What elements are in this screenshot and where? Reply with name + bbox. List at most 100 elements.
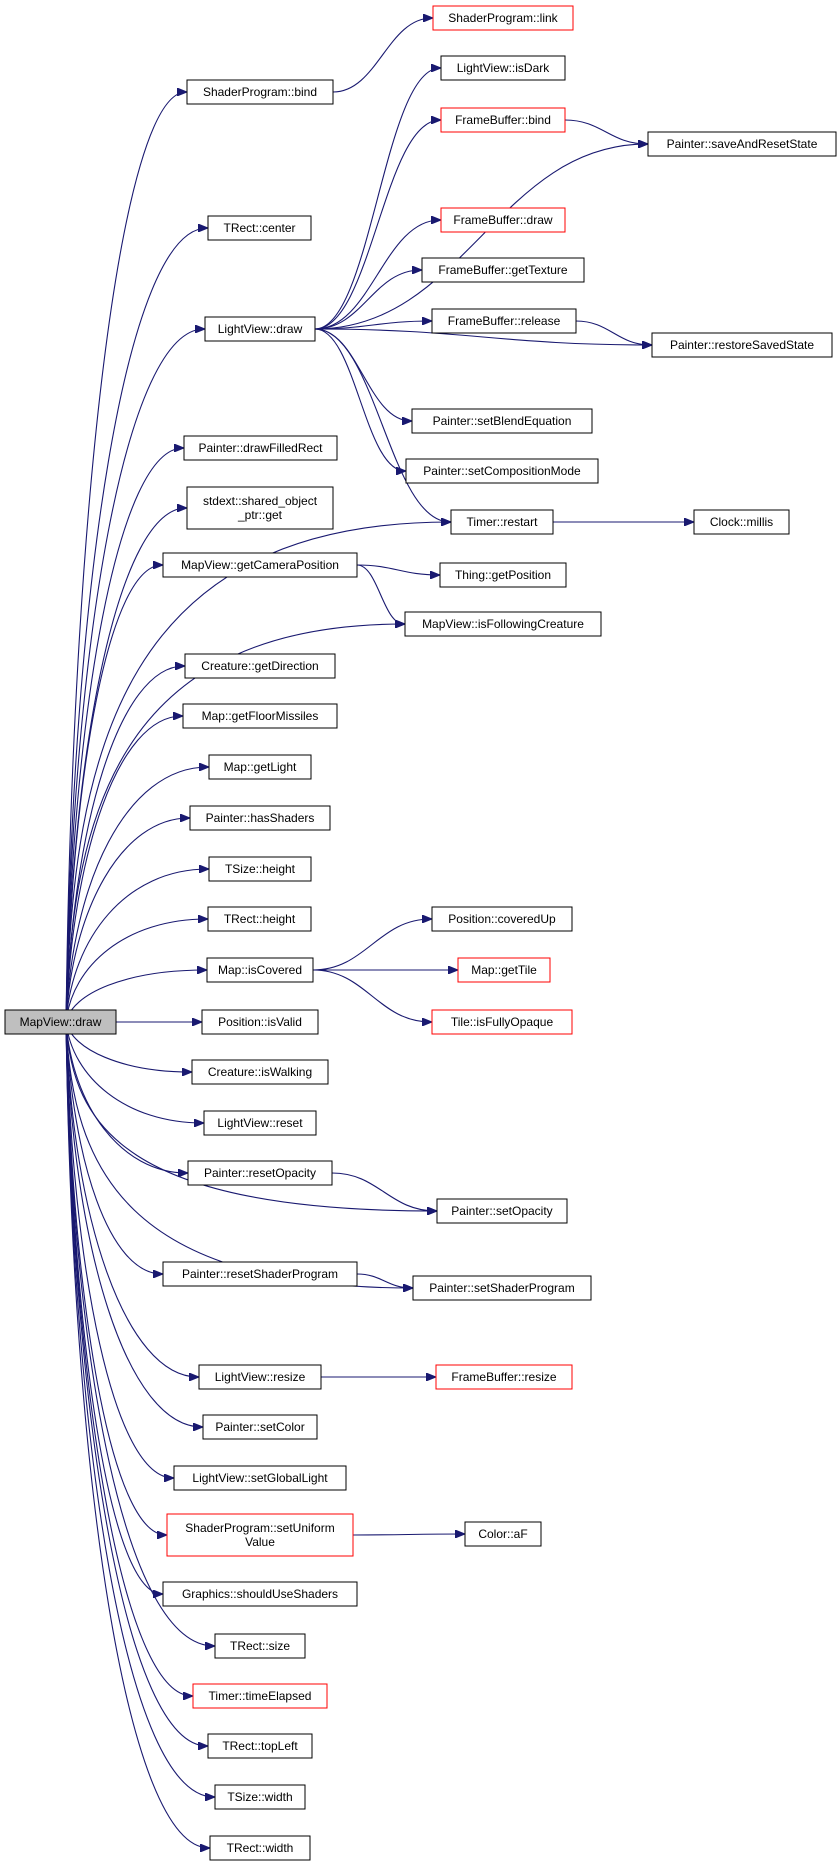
edge-root-to-sp-bind <box>65 92 186 1023</box>
node-label: TRect::width <box>227 1841 294 1855</box>
node-label: LightView::setGlobalLight <box>192 1471 328 1485</box>
node-label: FrameBuffer::release <box>448 314 561 328</box>
node-p-hasshaders[interactable]: Painter::hasShaders <box>189 805 331 831</box>
node-map-gettile[interactable]: Map::getTile <box>457 957 551 983</box>
node-map-floormiss[interactable]: Map::getFloorMissiles <box>182 703 338 729</box>
node-p-drawfilled[interactable]: Painter::drawFilledRect <box>183 435 338 461</box>
node-trect-height[interactable]: TRect::height <box>207 906 312 932</box>
edge-root-to-shared-get <box>65 508 186 1023</box>
node-box <box>207 906 312 932</box>
node-tsize-width[interactable]: TSize::width <box>214 1784 306 1810</box>
node-label: Painter::resetShaderProgram <box>182 1267 338 1281</box>
node-label: Painter::setBlendEquation <box>433 414 572 428</box>
node-p-resetsp[interactable]: Painter::resetShaderProgram <box>162 1261 358 1287</box>
edge-root-to-p-resetsp <box>65 1021 162 1274</box>
node-sp-bind[interactable]: ShaderProgram::bind <box>186 79 334 105</box>
node-label: Painter::setShaderProgram <box>429 1281 574 1295</box>
node-tsize-height[interactable]: TSize::height <box>208 856 312 882</box>
node-gfx-shaders[interactable]: Graphics::shouldUseShaders <box>162 1581 358 1607</box>
node-fb-resize[interactable]: FrameBuffer::resize <box>435 1364 573 1390</box>
edge-root-to-trect-topleft <box>65 1021 207 1746</box>
node-p-resetop[interactable]: Painter::resetOpacity <box>187 1160 333 1186</box>
node-mv-getcam[interactable]: MapView::getCameraPosition <box>162 552 358 578</box>
node-lv-resize[interactable]: LightView::resize <box>198 1364 322 1390</box>
node-box <box>203 1110 317 1136</box>
node-box <box>186 486 334 530</box>
node-fb-bind[interactable]: FrameBuffer::bind <box>440 107 566 133</box>
edge-fb-release-to-p-restore <box>575 320 651 345</box>
node-box <box>693 509 790 535</box>
edge-root-to-trect-center <box>65 228 207 1023</box>
node-trect-width[interactable]: TRect::width <box>209 1835 311 1861</box>
node-trect-size[interactable]: TRect::size <box>214 1633 306 1659</box>
node-box <box>436 1198 568 1224</box>
node-lv-isdark[interactable]: LightView::isDark <box>440 55 566 81</box>
node-box <box>405 458 599 484</box>
edge-root-to-p-drawfilled <box>65 448 183 1023</box>
node-thing-getpos[interactable]: Thing::getPosition <box>439 562 567 588</box>
node-label: Painter::setColor <box>215 1420 304 1434</box>
node-p-setsp[interactable]: Painter::setShaderProgram <box>412 1275 592 1301</box>
node-cr-iswalking[interactable]: Creature::isWalking <box>191 1059 329 1085</box>
node-clock-millis[interactable]: Clock::millis <box>693 509 790 535</box>
node-box <box>187 1160 333 1186</box>
node-p-blend[interactable]: Painter::setBlendEquation <box>411 408 593 434</box>
node-label: Thing::getPosition <box>455 568 551 582</box>
node-root[interactable]: MapView::draw <box>4 1009 117 1035</box>
node-box <box>208 754 312 780</box>
node-p-setcolor[interactable]: Painter::setColor <box>202 1414 318 1440</box>
node-pos-coveredup[interactable]: Position::coveredUp <box>431 906 573 932</box>
node-shared-get[interactable]: stdext::shared_object_ptr::get <box>186 486 334 530</box>
node-map-getlight[interactable]: Map::getLight <box>208 754 312 780</box>
node-label: LightView::resize <box>215 1370 306 1384</box>
node-timer-elapsed[interactable]: Timer::timeElapsed <box>192 1683 328 1709</box>
node-box <box>411 408 593 434</box>
node-pos-isvalid[interactable]: Position::isValid <box>201 1009 319 1035</box>
node-tile-opaque[interactable]: Tile::isFullyOpaque <box>431 1009 573 1035</box>
node-mv-isfollow[interactable]: MapView::isFollowingCreature <box>404 611 602 637</box>
node-p-restore[interactable]: Painter::restoreSavedState <box>651 332 833 358</box>
node-lv-draw[interactable]: LightView::draw <box>204 316 316 342</box>
node-lv-setglobal[interactable]: LightView::setGlobalLight <box>173 1465 347 1491</box>
node-label: Timer::timeElapsed <box>209 1689 312 1703</box>
node-timer-restart[interactable]: Timer::restart <box>450 509 554 535</box>
edge-lv-draw-to-p-comp <box>314 328 405 471</box>
node-box <box>432 5 574 31</box>
node-cr-getdir[interactable]: Creature::getDirection <box>184 653 336 679</box>
edge-root-to-lv-draw <box>65 329 204 1023</box>
node-lv-reset[interactable]: LightView::reset <box>203 1110 317 1136</box>
node-label: TRect::size <box>230 1639 290 1653</box>
node-box <box>464 1521 542 1547</box>
node-box <box>214 1633 306 1659</box>
node-sp-link[interactable]: ShaderProgram::link <box>432 5 574 31</box>
node-p-comp[interactable]: Painter::setCompositionMode <box>405 458 599 484</box>
node-p-save[interactable]: Painter::saveAndResetState <box>647 131 837 157</box>
edge-lv-draw-to-timer-restart <box>314 328 450 522</box>
node-color-af[interactable]: Color::aF <box>464 1521 542 1547</box>
node-trect-center[interactable]: TRect::center <box>207 215 312 241</box>
edge-root-to-cr-getdir <box>65 666 184 1023</box>
node-fb-gettex[interactable]: FrameBuffer::getTexture <box>421 257 585 283</box>
node-box <box>162 1581 358 1607</box>
edge-map-iscovered-to-pos-coveredup <box>312 919 431 971</box>
node-fb-release[interactable]: FrameBuffer::release <box>431 308 577 334</box>
node-map-iscovered[interactable]: Map::isCovered <box>206 957 314 983</box>
node-label: Map::getTile <box>471 963 537 977</box>
node-label: MapView::draw <box>20 1015 102 1029</box>
node-label: Painter::hasShaders <box>206 811 315 825</box>
edge-root-to-p-hasshaders <box>65 818 189 1023</box>
node-box <box>431 1009 573 1035</box>
node-fb-draw[interactable]: FrameBuffer::draw <box>440 207 566 233</box>
node-box <box>191 1059 329 1085</box>
edge-root-to-tsize-width <box>65 1021 214 1797</box>
node-box <box>651 332 833 358</box>
node-label: LightView::isDark <box>457 61 550 75</box>
node-box <box>450 509 554 535</box>
node-box <box>166 1513 354 1557</box>
edge-root-to-trect-width <box>65 1021 209 1848</box>
node-box <box>162 1261 358 1287</box>
node-trect-topleft[interactable]: TRect::topLeft <box>207 1733 313 1759</box>
node-p-setop[interactable]: Painter::setOpacity <box>436 1198 568 1224</box>
node-box <box>440 207 566 233</box>
